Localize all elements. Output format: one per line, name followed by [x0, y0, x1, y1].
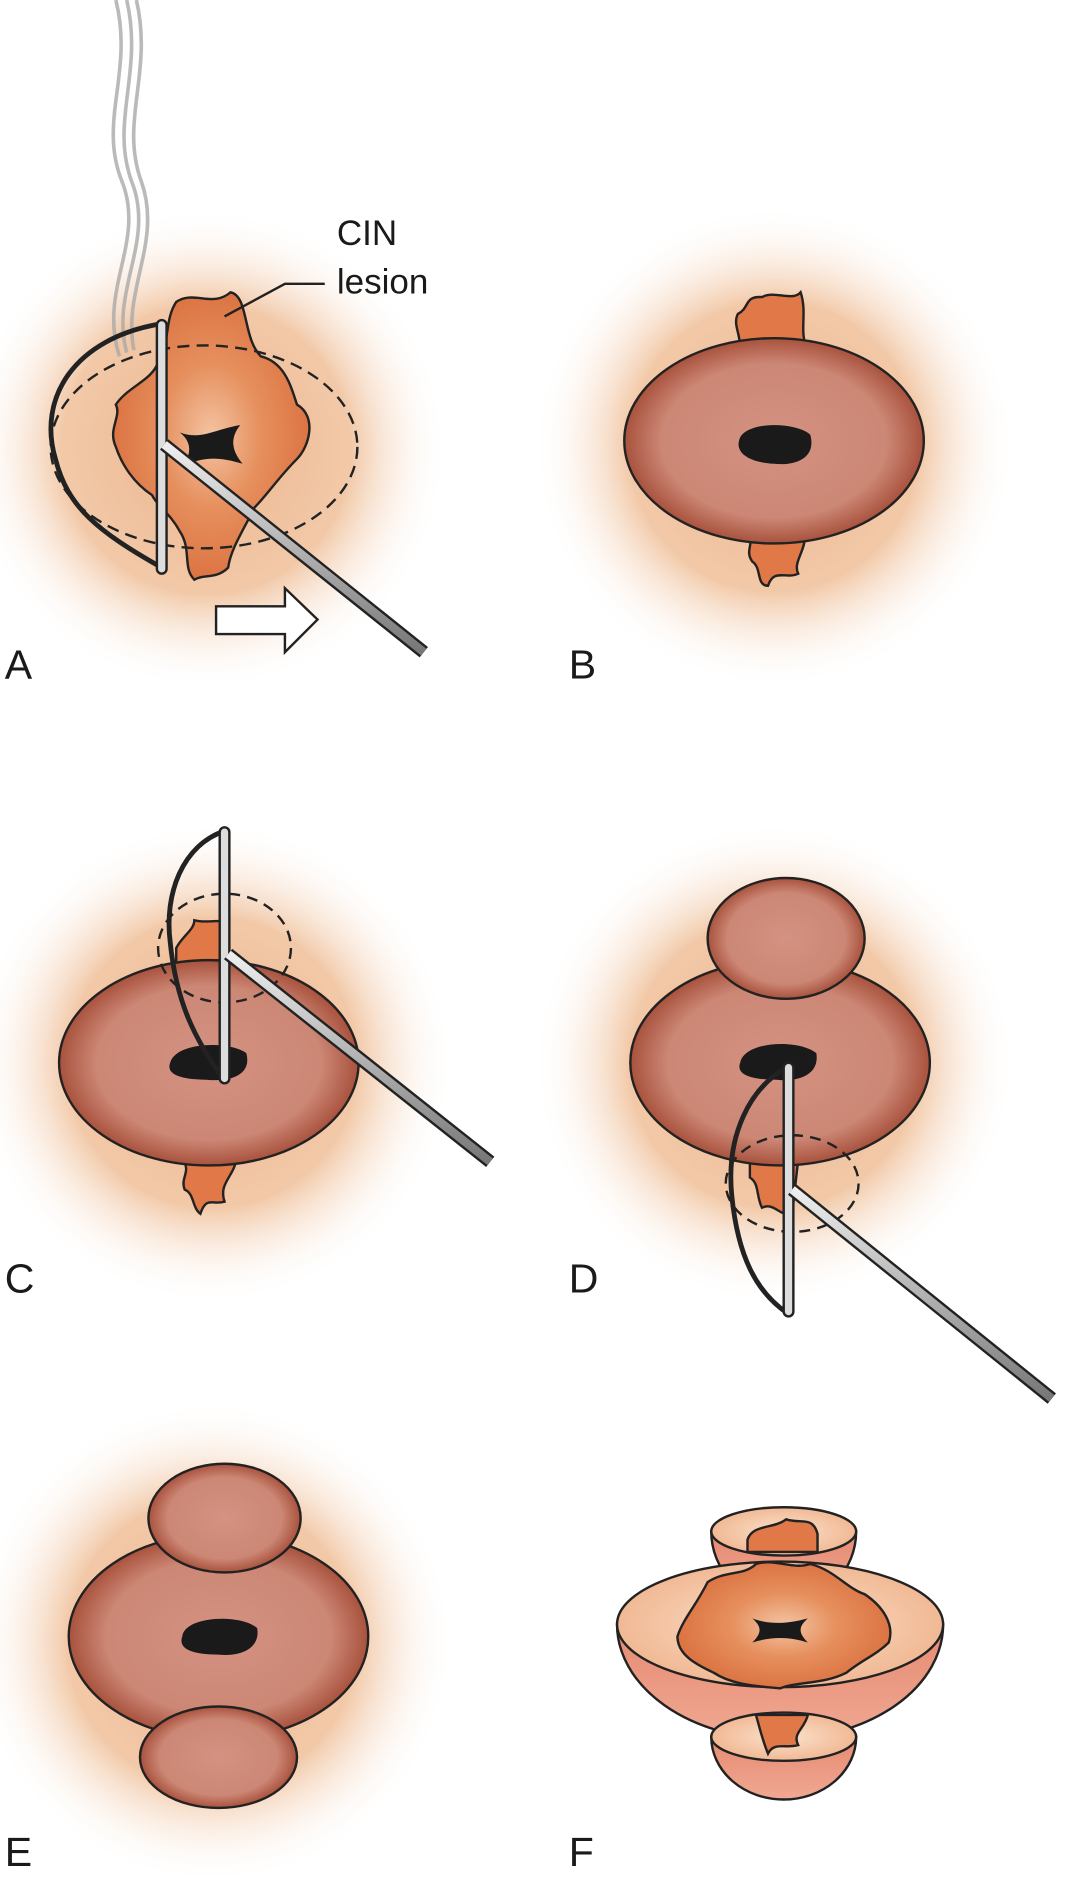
panel-c: C: [0, 821, 495, 1305]
panel-label-e: E: [5, 1829, 32, 1875]
cervical-os: [181, 1618, 258, 1655]
excised-upper-area: [147, 1462, 302, 1574]
panel-a: CIN lesion A: [0, 0, 448, 691]
annotation-cin: CIN: [337, 214, 397, 253]
loop-electrode: [782, 1061, 795, 1318]
panel-label-f: F: [569, 1829, 594, 1875]
panel-label-a: A: [5, 642, 33, 688]
electrode-handle-shine: [789, 1186, 1055, 1402]
annotation-lesion: lesion: [337, 262, 429, 301]
loop-wire: [166, 828, 227, 1083]
specimen-bottom: [710, 1711, 858, 1801]
panel-e: E: [0, 1401, 454, 1878]
specimen-main: [615, 1560, 945, 1741]
loop-wire: [728, 1064, 790, 1317]
excision-outline: [724, 1134, 860, 1234]
cervical-os: [739, 1043, 817, 1081]
cervical-os: [738, 425, 812, 465]
panel-d: D: [532, 821, 1056, 1404]
lesion-remnant-bottom: [179, 1158, 239, 1216]
cervical-os: [179, 425, 243, 467]
annotation-leader: [223, 282, 325, 318]
cervical-os: [752, 1618, 808, 1643]
panel-label-d: D: [569, 1255, 599, 1301]
electrode-handle-shine: [161, 441, 427, 656]
electrode-handle-shine: [225, 950, 493, 1166]
excised-upper-area: [706, 876, 866, 1000]
panel-label-c: C: [5, 1255, 35, 1301]
loop-wire: [48, 321, 163, 570]
excision-outline: [49, 344, 359, 550]
smoke: [111, 0, 150, 357]
panel-label-b: B: [569, 642, 596, 688]
direction-arrow-icon: [214, 585, 320, 656]
panel-b: B: [532, 205, 1016, 689]
excised-lower-area: [138, 1705, 299, 1810]
panel-f: F: [569, 1506, 945, 1875]
lesion-remnant-bottom: [745, 530, 806, 587]
